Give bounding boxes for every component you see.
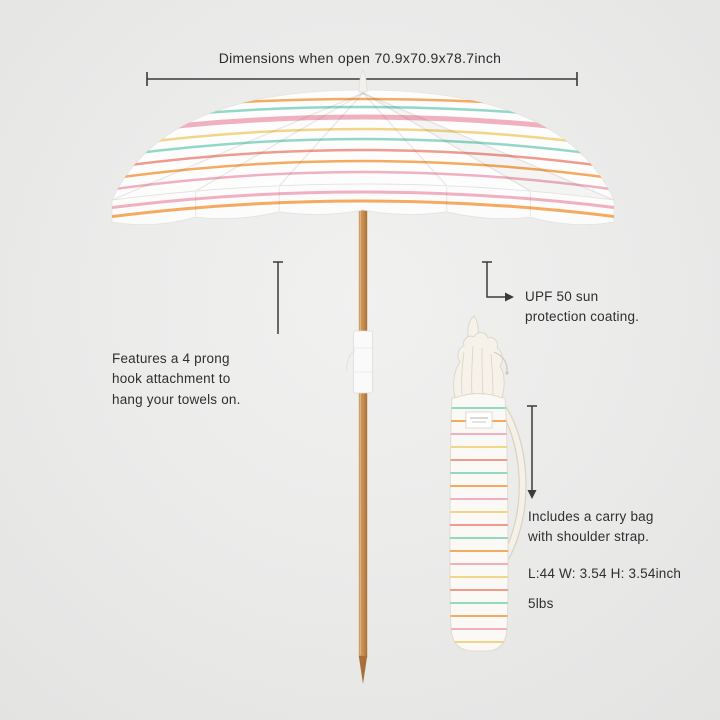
umbrella-canopy [111,69,615,201]
bag-connector-line [527,405,537,499]
carry-bag-dimensions-text: L:44 W: 3.54 H: 3.54inch [528,566,682,581]
umbrella-finial [358,69,368,93]
bag-label [465,411,493,429]
carry-bag-weight-text: 5lbs [528,596,554,611]
umbrella-valance [111,183,615,225]
carry-bag-annotation-text: Includes a carry bag with shoulder strap… [528,509,654,545]
bag-tie-string [493,351,508,373]
hook-annotation-text: Features a 4 prong hook attachment to ha… [112,351,241,407]
bag-gathered-top [453,315,509,399]
arrow-down-icon [527,490,537,499]
upf-connector-line [482,261,514,302]
hook-connector-line [273,261,283,334]
arrow-right-icon [505,292,514,302]
umbrella-pole [358,196,368,684]
bag-body [449,393,509,652]
carry-bag-illustration [449,315,527,652]
pole-wrap [346,330,373,394]
dimensions-label: Dimensions when open 70.9x70.9x78.7inch [218,50,502,66]
upf-annotation-text: UPF 50 sun protection coating. [525,289,640,325]
